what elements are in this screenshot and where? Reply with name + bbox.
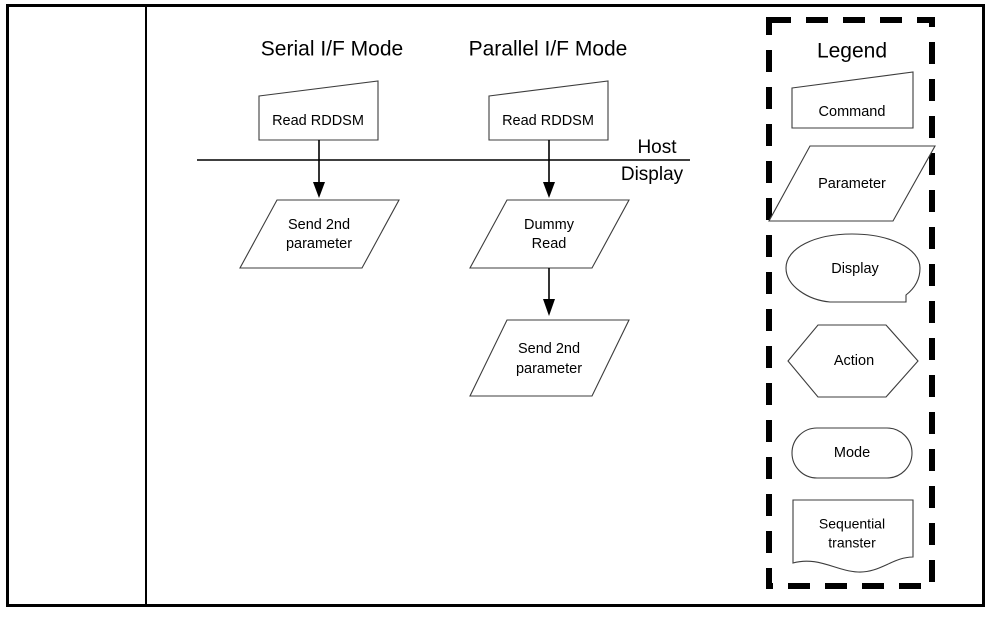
serial-send-2nd-parameter-node[interactable]: Send 2nd parameter (239, 199, 400, 269)
parallel-read-rddsm-label: Read RDDSM (502, 113, 594, 129)
legend-sequential-transfer-item: Sequential transter (792, 499, 914, 573)
serial-send-2nd-parameter-label-line2: parameter (286, 236, 352, 252)
page-outer-border (6, 4, 985, 607)
parallel-send-2nd-parameter-node[interactable]: Send 2nd parameter (469, 319, 630, 397)
legend-sequential-transfer-label-line2: transter (828, 535, 876, 551)
left-column-divider (145, 7, 147, 605)
parallel-read-rddsm-node[interactable]: Read RDDSM (488, 80, 609, 141)
parallel-dummy-read-node[interactable]: Dummy Read (469, 199, 630, 269)
serial-send-2nd-parameter-label-line1: Send 2nd (288, 217, 350, 233)
display-label: Display (621, 164, 684, 185)
parallel-send-2nd-parameter-label-line2: parameter (516, 361, 582, 377)
legend-parameter-label: Parameter (818, 176, 886, 192)
parallel-dummy-read-label-line2: Read (532, 236, 567, 252)
serial-read-rddsm-label: Read RDDSM (272, 113, 364, 129)
host-label: Host (637, 137, 677, 158)
legend-sequential-transfer-label-line1: Sequential (819, 516, 885, 532)
parallel-mode-title: Parallel I/F Mode (469, 38, 628, 61)
legend-mode-label: Mode (834, 445, 870, 461)
serial-read-rddsm-node[interactable]: Read RDDSM (258, 80, 379, 141)
legend-action-item: Action (787, 324, 919, 398)
legend-display-item: Display (785, 233, 921, 303)
legend-title: Legend (817, 40, 887, 63)
parallel-flow-arrow-2 (543, 268, 555, 316)
legend-command-label: Command (819, 104, 886, 120)
legend-parameter-item: Parameter (768, 145, 936, 222)
legend-mode-item: Mode (791, 427, 913, 479)
serial-mode-title: Serial I/F Mode (261, 38, 403, 61)
parallel-flow-arrow-1 (543, 140, 555, 198)
legend-command-item: Command (791, 71, 914, 129)
parallel-dummy-read-label-line1: Dummy (524, 217, 575, 233)
legend-display-label: Display (831, 261, 879, 277)
parallel-send-2nd-parameter-label-line1: Send 2nd (518, 341, 580, 357)
legend-dashed-border (766, 17, 935, 589)
serial-flow-arrow (313, 140, 325, 198)
legend-action-label: Action (834, 353, 874, 369)
